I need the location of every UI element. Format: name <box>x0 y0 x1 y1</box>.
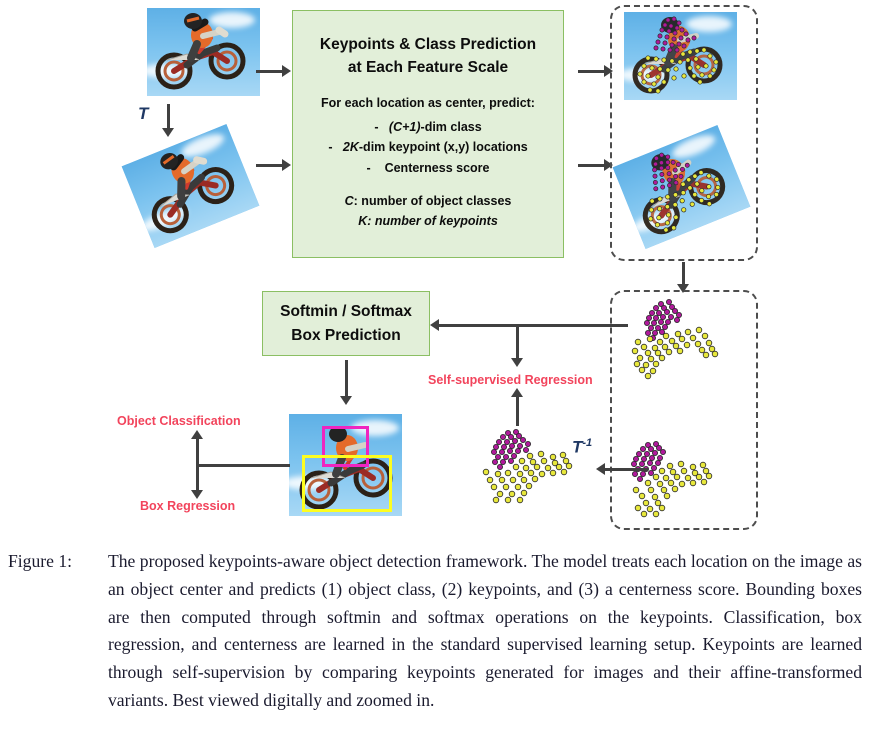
arrow-branch-down-line <box>516 324 519 360</box>
arrow-inverse-transform-line <box>604 468 648 471</box>
note-text: : number of object classes <box>353 194 512 209</box>
box-prediction-line1: Softmin / Softmax <box>280 303 412 321</box>
arrow-head <box>282 65 291 77</box>
bullet-rest: -dim class <box>420 119 482 134</box>
transform-arrow-head <box>162 128 174 137</box>
figure-caption: Figure 1: The proposed keypoints-aware o… <box>0 548 872 715</box>
bullet-dash: - <box>328 140 333 155</box>
bullet-dash: - <box>366 160 371 175</box>
arrow-head <box>191 430 203 439</box>
figure-diagram: T <box>117 5 758 530</box>
box-regression-label: Box Regression <box>140 499 236 513</box>
arrow-head <box>511 358 523 367</box>
figure-caption-text: The proposed keypoints-aware object dete… <box>108 551 862 710</box>
keypoint-cloud-upper <box>631 299 719 380</box>
note-symbol: K <box>358 214 368 229</box>
pipeline-bullet-class: - (C+1)-dim class <box>374 117 481 138</box>
motorcycle-rider-silhouette <box>151 153 235 234</box>
yellow-cluster <box>482 450 573 504</box>
inverse-transform-symbol: T <box>572 437 583 457</box>
arrow-pipeline-to-keypoints-top <box>578 70 606 73</box>
motorcycle-rider-silhouette <box>632 16 723 94</box>
person-bounding-box <box>322 426 369 467</box>
arrow-box-prediction-to-result-line <box>345 360 348 398</box>
magenta-cluster <box>490 429 532 471</box>
arrow-head <box>596 463 605 475</box>
keypoint-cloud-inverse-transformed <box>482 429 573 504</box>
pipeline-subtitle: For each location as center, predict: <box>321 95 535 110</box>
pipeline-title-line1: Keypoints & Class Prediction <box>319 36 537 53</box>
box-prediction-line2: Box Prediction <box>291 326 401 344</box>
original-image-with-keypoints <box>624 12 737 100</box>
magenta-cluster <box>630 441 667 483</box>
note-symbol: C <box>344 194 354 209</box>
original-image <box>147 8 260 96</box>
arrow-head <box>511 388 523 397</box>
transform-label: T <box>138 104 148 124</box>
bullet-rest: Centerness score <box>384 160 490 175</box>
yellow-keypoints <box>648 170 721 233</box>
bullet-italic: 2K <box>342 140 359 155</box>
arrow-head <box>677 284 689 293</box>
yellow-cluster <box>631 326 719 380</box>
object-classification-label: Object Classification <box>117 414 241 428</box>
arrow-head <box>340 396 352 405</box>
detection-result-image <box>289 414 402 516</box>
pipeline-note-classes: C: number of object classes <box>345 191 512 211</box>
transform-arrow-line <box>167 104 170 130</box>
inverse-transform-label: T-1 <box>572 437 592 458</box>
pipeline-note-keypoints: K: number of keypoints <box>358 211 498 231</box>
figure-caption-label: Figure 1: <box>8 551 73 571</box>
motorcycle-rider-silhouette <box>642 152 726 235</box>
arrow-head <box>282 159 291 171</box>
arrow-to-box-prediction-line <box>438 324 628 327</box>
inverse-transform-exponent: -1 <box>582 437 593 449</box>
cloud <box>209 12 255 28</box>
arrow-overlay-to-cloud-line <box>682 262 685 286</box>
yellow-cluster <box>632 460 713 518</box>
cloud <box>351 420 399 436</box>
pipeline-bullet-centerness: - Centerness score <box>367 158 490 179</box>
magenta-cluster <box>643 299 683 342</box>
transformed-image-keypoints-inner <box>612 125 751 249</box>
arrow-transformed-to-pipeline <box>256 164 284 167</box>
arrow-heads-vertical-line <box>196 436 199 492</box>
keypoints-class-prediction-box: Keypoints & Class Prediction at Each Fea… <box>292 10 564 258</box>
box-prediction-box: Softmin / Softmax Box Prediction <box>262 291 430 356</box>
transform-label-text: T <box>138 104 149 123</box>
transformed-image-with-keypoints <box>612 125 752 255</box>
arrow-head <box>604 159 613 171</box>
magenta-keypoints <box>652 152 690 192</box>
arrow-cloud-to-regression-line <box>516 394 519 426</box>
keypoint-cloud-container <box>610 290 758 530</box>
cloud <box>686 16 732 32</box>
pipeline-title-line2: at Each Feature Scale <box>347 59 509 77</box>
keypoint-cloud-lower <box>630 441 713 518</box>
self-supervised-regression-label: Self-supervised Regression <box>428 373 593 387</box>
arrow-head <box>604 65 613 77</box>
transformed-image <box>121 124 260 251</box>
motorcycle-rider-silhouette <box>155 13 246 90</box>
arrow-result-to-heads-line <box>196 464 290 467</box>
note-text: : number of keypoints <box>367 214 498 229</box>
bullet-dash: - <box>374 119 379 134</box>
magenta-keypoints <box>653 16 697 53</box>
transformed-image-inner <box>121 124 260 248</box>
arrow-head <box>191 490 203 499</box>
pipeline-bullet-keypoint: - 2K-dim keypoint (x,y) locations <box>328 137 527 158</box>
motorcycle-bounding-box <box>302 455 392 512</box>
keypoint-overlay-container <box>610 5 758 261</box>
arrow-original-to-pipeline <box>256 70 284 73</box>
arrow-head <box>430 319 439 331</box>
yellow-keypoints <box>637 47 719 94</box>
bullet-italic: (C+1) <box>388 119 421 134</box>
bullet-rest: -dim keypoint (x,y) locations <box>358 140 528 155</box>
arrow-pipeline-to-keypoints-bottom <box>578 164 606 167</box>
